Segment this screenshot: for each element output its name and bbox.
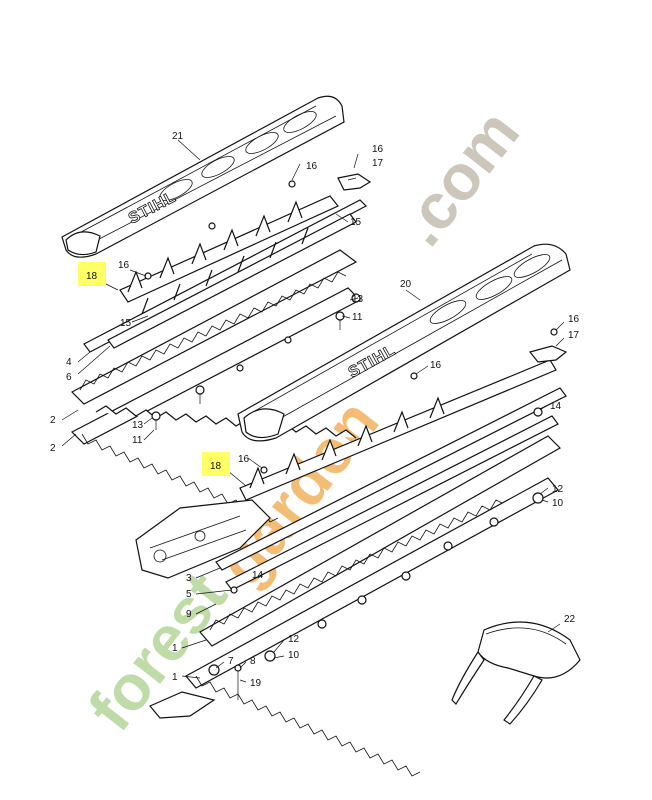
watermark-com: .com: [384, 97, 533, 259]
callout-14: 14: [550, 401, 562, 412]
callout-21: 21: [172, 131, 184, 142]
watermark-forest-text: forest: [74, 559, 240, 743]
fasteners-upper: [144, 173, 372, 430]
leader-lines: [61, 139, 565, 683]
callout-10: 10: [552, 498, 564, 509]
callout-5: 5: [186, 589, 192, 600]
callout-8: 8: [250, 656, 256, 667]
callout-18-highlighted: 18: [210, 461, 222, 472]
callout-16: 16: [430, 360, 442, 371]
callout-17: 17: [568, 330, 580, 341]
callout-9: 9: [186, 609, 192, 620]
callout-15: 15: [120, 318, 132, 329]
blade-rail-upper: [83, 199, 367, 353]
callout-15: 15: [350, 217, 362, 228]
callout-16: 16: [238, 454, 250, 465]
callout-7: 7: [228, 656, 234, 667]
callout-1: 1: [172, 672, 178, 683]
callout-18-highlighted: 18: [86, 271, 98, 282]
callout-13: 13: [132, 420, 144, 431]
callout-16: 16: [306, 161, 318, 172]
callout-13: 13: [352, 294, 364, 305]
blade-rail-lower: [215, 387, 567, 591]
callout-3: 3: [186, 573, 192, 584]
callout-6: 6: [66, 372, 72, 383]
callout-1: 1: [172, 643, 178, 654]
callout-11: 11: [132, 435, 143, 446]
blade-guard-21: STIHL: [61, 95, 345, 258]
callout-16: 16: [568, 314, 580, 325]
callout-16: 16: [372, 144, 384, 155]
callout-2: 2: [50, 443, 56, 454]
watermark-forest: forest: [74, 559, 240, 743]
callout-12: 12: [552, 484, 564, 495]
fasteners-lower: [149, 328, 568, 719]
callout-14: 14: [252, 570, 264, 581]
callout-labels: 21 16 16 17 15 18 16 13 11 15 4 6 2 13 1…: [50, 131, 580, 689]
gearbox-housing: [135, 499, 271, 579]
cutter-blade-upper: [70, 249, 362, 523]
callout-20: 20: [400, 279, 412, 290]
comb-part-18-lower: [239, 359, 557, 501]
callout-12: 12: [288, 634, 300, 645]
callout-22: 22: [564, 614, 576, 625]
watermark-com-text: .com: [384, 97, 533, 259]
callout-4: 4: [66, 357, 72, 368]
callout-2: 2: [50, 415, 56, 426]
callout-19: 19: [250, 678, 262, 689]
cutter-blade-lower: [185, 435, 561, 777]
callout-17: 17: [372, 158, 384, 169]
callout-10: 10: [288, 650, 300, 661]
callout-16: 16: [118, 260, 130, 271]
safety-glasses-22: [451, 621, 581, 725]
blade-guard-20: STIHL: [237, 243, 571, 442]
highlight-box-18-lower: [202, 452, 230, 476]
highlight-box-18-upper: [78, 262, 106, 286]
callout-11: 11: [352, 312, 363, 323]
